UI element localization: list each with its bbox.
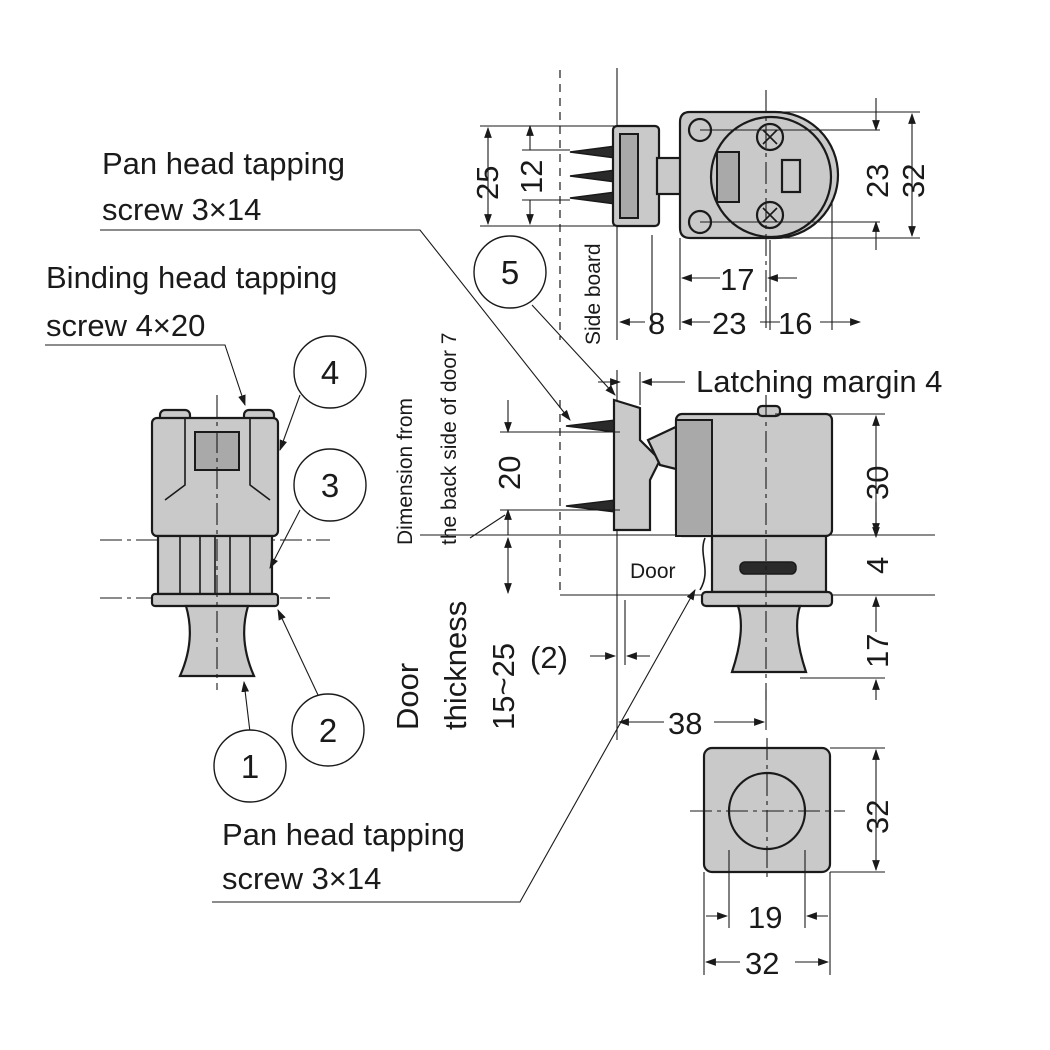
callouts: Pan head tapping screw 3×14 Binding head… xyxy=(46,146,942,896)
catch-plate-side xyxy=(612,398,662,532)
bubble-1-label: 1 xyxy=(241,748,259,785)
door-thickness-line3: 15~25 xyxy=(486,643,521,730)
pan-head-bottom-line1: Pan head tapping xyxy=(222,817,465,852)
bubble-5-label: 5 xyxy=(501,254,519,291)
side-board-label: Side board xyxy=(582,243,605,345)
dimension-from-line2: the back side of door 7 xyxy=(438,333,461,545)
top-screw-side xyxy=(756,404,782,418)
dimension-labels: 25 12 23 32 17 8 23 16 20 30 4 17 (2) 38… xyxy=(470,160,931,981)
dim-width-38: 38 xyxy=(668,706,702,741)
bubble-2 xyxy=(291,693,365,767)
dim-side-17: 17 xyxy=(860,634,895,668)
latch-round xyxy=(709,115,833,239)
catch-plate-rib xyxy=(619,133,639,219)
binding-head-line1: Binding head tapping xyxy=(46,260,337,295)
door-thickness-line1: Door xyxy=(390,663,425,730)
bubble-3 xyxy=(293,448,367,522)
slot-side xyxy=(739,561,797,575)
latch-front-face xyxy=(675,419,713,537)
dim-side-30: 30 xyxy=(860,466,895,500)
dim-side-20: 20 xyxy=(492,456,527,490)
dim-top-23b: 23 xyxy=(712,306,746,341)
left-body-edges xyxy=(164,418,271,501)
part-bubbles: 4 3 2 1 5 xyxy=(213,235,547,803)
left-view xyxy=(100,395,330,690)
slot xyxy=(780,158,802,194)
binding-head-line2: screw 4×20 xyxy=(46,308,205,343)
door-label: Door xyxy=(630,560,676,583)
label-plate xyxy=(716,151,740,203)
bubble-4 xyxy=(293,335,367,409)
leader-lines xyxy=(45,229,696,903)
flange-side xyxy=(700,590,834,608)
pan-head-top-line1: Pan head tapping xyxy=(102,146,345,181)
dim-top-8: 8 xyxy=(648,306,665,341)
knob-side xyxy=(730,604,808,674)
dim-front-32v: 32 xyxy=(860,800,895,834)
bubble-1 xyxy=(213,729,287,803)
left-flange xyxy=(150,592,280,608)
dimension-lines xyxy=(480,98,920,975)
pan-head-bottom-line2: screw 3×14 xyxy=(222,861,381,896)
front-view xyxy=(690,738,845,880)
door-thickness-line2: thickness xyxy=(438,601,473,730)
dim-paren-2: (2) xyxy=(530,640,568,675)
dim-side-4: 4 xyxy=(860,557,895,574)
latching-margin-label: Latching margin 4 xyxy=(696,364,942,399)
door-edge xyxy=(699,537,706,591)
dimension-from-line1: Dimension from xyxy=(394,398,417,545)
bubble-4-label: 4 xyxy=(321,354,339,391)
screw-upper xyxy=(565,419,617,433)
dim-top-32: 32 xyxy=(896,164,931,198)
pan-head-top-line2: screw 3×14 xyxy=(102,192,261,227)
dim-top-23: 23 xyxy=(860,164,895,198)
dim-top-17: 17 xyxy=(720,262,754,297)
top-view xyxy=(559,68,840,340)
dim-top-12: 12 xyxy=(514,160,549,194)
dim-top-25: 25 xyxy=(470,166,505,200)
dim-front-32h: 32 xyxy=(745,946,779,981)
screws-top xyxy=(569,145,617,205)
bubble-2-label: 2 xyxy=(319,712,337,749)
dim-front-19: 19 xyxy=(748,900,782,935)
bubble-3-label: 3 xyxy=(321,467,339,504)
bubble-5 xyxy=(473,235,547,309)
dim-top-16: 16 xyxy=(778,306,812,341)
